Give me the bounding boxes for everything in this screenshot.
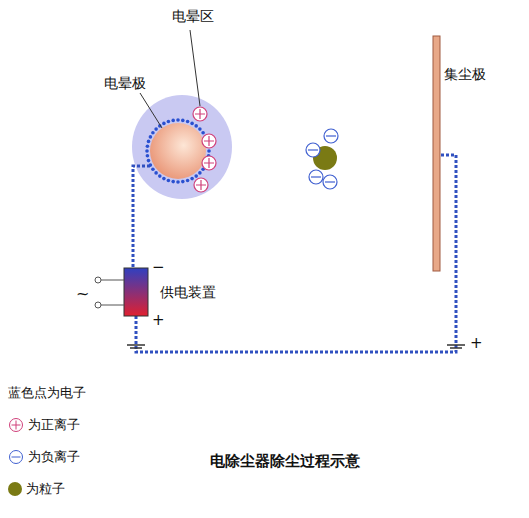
ground-symbol [127,345,465,348]
corona-electrode [150,123,206,179]
corona-zone [132,95,232,199]
legend-swatch [8,482,22,496]
polarity-sign: + [152,311,165,329]
part-label: 供电装置 [160,284,216,301]
part-label: 集尘极 [444,66,486,83]
ac-terminal [95,277,124,308]
legend-row: 为负离子 [8,448,80,466]
ac-symbol: ~ [76,284,89,303]
polarity-sign: − [152,258,165,276]
wire [133,155,456,352]
leader-line [190,30,200,106]
zone-label: 电晕区 [172,8,214,25]
power-supply [124,268,148,316]
positive-ions [193,107,216,192]
legend-text: 为正离子 [28,416,80,434]
part-label: 电晕极 [104,75,146,92]
legend-row: 为正离子 [8,416,80,434]
caption: 电除尘器除尘过程示意 [210,452,360,471]
polarity-sign: + [470,334,483,352]
legend-row: 为粒子 [8,480,65,498]
negative-ion-symbol [8,449,24,465]
leader-line [140,93,162,128]
legend-text: 蓝色点为电子 [8,384,86,402]
legend-text: 为负离子 [28,448,80,466]
negative-ions [306,129,338,189]
legend-row: 蓝色点为电子 [8,384,86,402]
collector-plate [433,36,440,271]
legend-text: 为粒子 [26,480,65,498]
electron-dots [145,118,211,184]
positive-ion-symbol [8,417,24,433]
